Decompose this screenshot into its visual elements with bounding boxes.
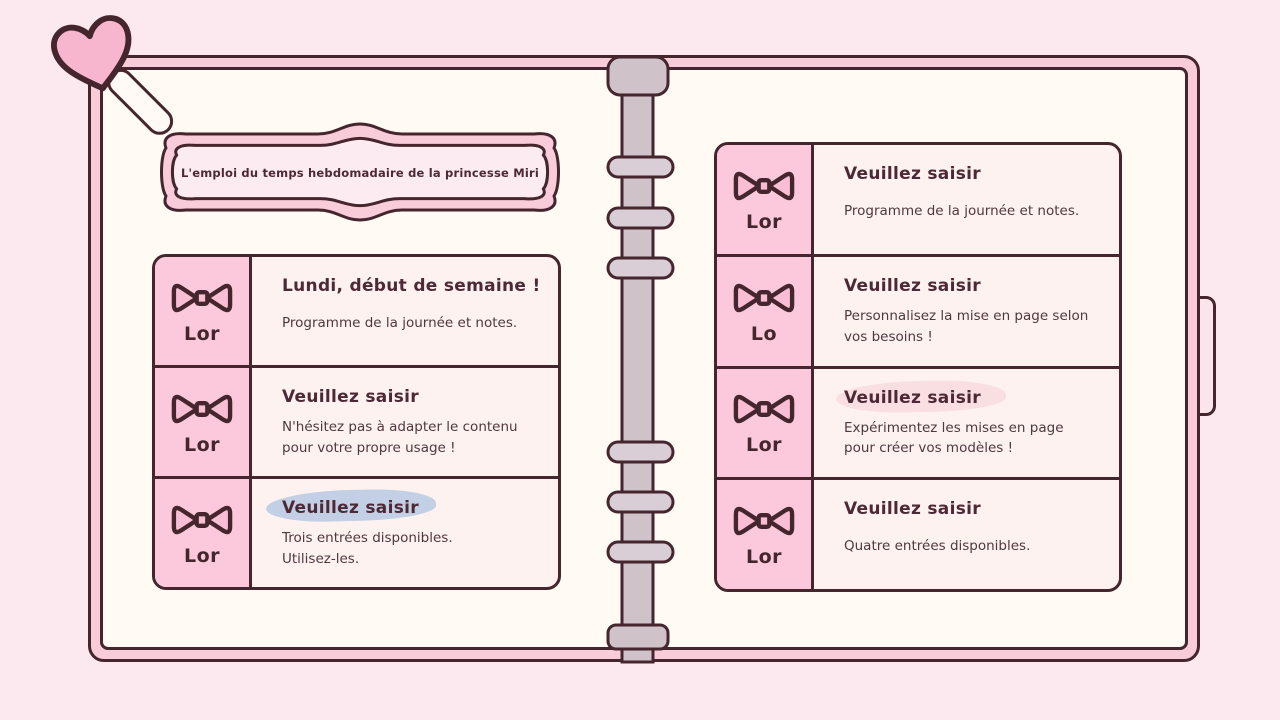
title-banner	[160, 122, 560, 222]
entry-content: Veuillez saisir Expérimentez les mises e…	[814, 369, 1119, 478]
entry-tab: Lor	[717, 368, 814, 478]
entry-tab: Lor	[155, 257, 252, 365]
bow-icon	[171, 283, 233, 312]
entry-heading: Veuillez saisir	[844, 164, 981, 184]
entry-body: Expérimentez les mises en page pour crée…	[844, 419, 1064, 457]
bow-icon	[171, 505, 233, 534]
binder-ring	[606, 155, 675, 179]
binder-ring	[606, 256, 675, 280]
entry-body: Programme de la journée et notes.	[844, 203, 1080, 219]
entry-tab: Lor	[717, 480, 814, 589]
tab-label: Lo	[750, 322, 778, 345]
entry-card[interactable]: Lor Veuillez saisir Programme de la jour…	[717, 145, 1119, 254]
bow-icon	[733, 506, 795, 536]
entry-card[interactable]: Lo Veuillez saisir Personnalisez la mise…	[717, 253, 1119, 366]
page-title: L'emploi du temps hebdomadaire de la pri…	[180, 166, 540, 180]
entry-heading: Veuillez saisir	[282, 498, 419, 518]
entry-tab: Lor	[717, 145, 814, 254]
entry-body: Personnalisez la mise en page selon vos …	[844, 307, 1089, 345]
entry-body: Programme de la journée et notes.	[282, 315, 518, 331]
entry-card[interactable]: Lor Veuillez saisir Expérimentez les mis…	[717, 365, 1119, 478]
entry-card[interactable]: Lor Lundi, début de semaine ! Programme …	[155, 257, 558, 365]
entry-body: Trois entrées disponibles. Utilisez-les.	[282, 530, 453, 567]
binder-ring	[606, 540, 675, 564]
tab-label: Lor	[183, 433, 221, 456]
tab-label: Lor	[183, 322, 221, 345]
entry-body: Quatre entrées disponibles.	[844, 538, 1031, 555]
tab-label: Lor	[745, 434, 783, 457]
binder-ring	[606, 206, 675, 230]
entry-tab: Lor	[155, 479, 252, 587]
bow-icon	[733, 283, 795, 312]
entry-tab: Lo	[717, 256, 814, 366]
entry-content: Veuillez saisir Personnalisez la mise en…	[814, 257, 1119, 366]
spine-top-cap	[606, 55, 670, 97]
binder-ring	[606, 440, 675, 464]
binder-spine	[606, 55, 675, 664]
bow-icon	[171, 394, 233, 423]
entry-body: N'hésitez pas à adapter le contenu pour …	[282, 419, 518, 456]
bow-icon	[733, 395, 795, 424]
entry-heading: Lundi, début de semaine !	[282, 276, 541, 296]
tab-label: Lor	[745, 210, 783, 233]
tab-label: Lor	[183, 544, 221, 567]
entry-heading: Veuillez saisir	[844, 275, 981, 296]
entry-heading: Veuillez saisir	[282, 387, 419, 407]
entry-card[interactable]: Lor Veuillez saisir N'hésitez pas à adap…	[155, 365, 558, 476]
entry-content: Lundi, début de semaine ! Programme de l…	[252, 257, 558, 365]
binder-ring	[606, 490, 675, 514]
entry-card[interactable]: Lor Veuillez saisir Trois entrées dispon…	[155, 476, 558, 587]
spine-bar	[620, 60, 655, 664]
entry-tab: Lor	[155, 368, 252, 476]
entry-content: Veuillez saisir Trois entrées disponible…	[252, 479, 558, 587]
entry-content: Veuillez saisir Programme de la journée …	[814, 145, 1119, 254]
left-page-entry-list: Lor Lundi, début de semaine ! Programme …	[152, 254, 561, 590]
entry-card[interactable]: Lor Veuillez saisir Quatre entrées dispo…	[717, 477, 1119, 589]
entry-heading: Veuillez saisir	[844, 387, 981, 408]
heart-pushpin-icon	[50, 15, 132, 92]
entry-heading: Veuillez saisir	[844, 499, 981, 520]
entry-content: Veuillez saisir Quatre entrées disponibl…	[814, 480, 1119, 589]
right-page-entry-list: Lor Veuillez saisir Programme de la jour…	[714, 142, 1122, 592]
tab-label: Lor	[745, 546, 783, 569]
bow-icon	[733, 171, 795, 201]
entry-content: Veuillez saisir N'hésitez pas à adapter …	[252, 368, 558, 476]
spine-bottom-cap	[606, 623, 670, 651]
